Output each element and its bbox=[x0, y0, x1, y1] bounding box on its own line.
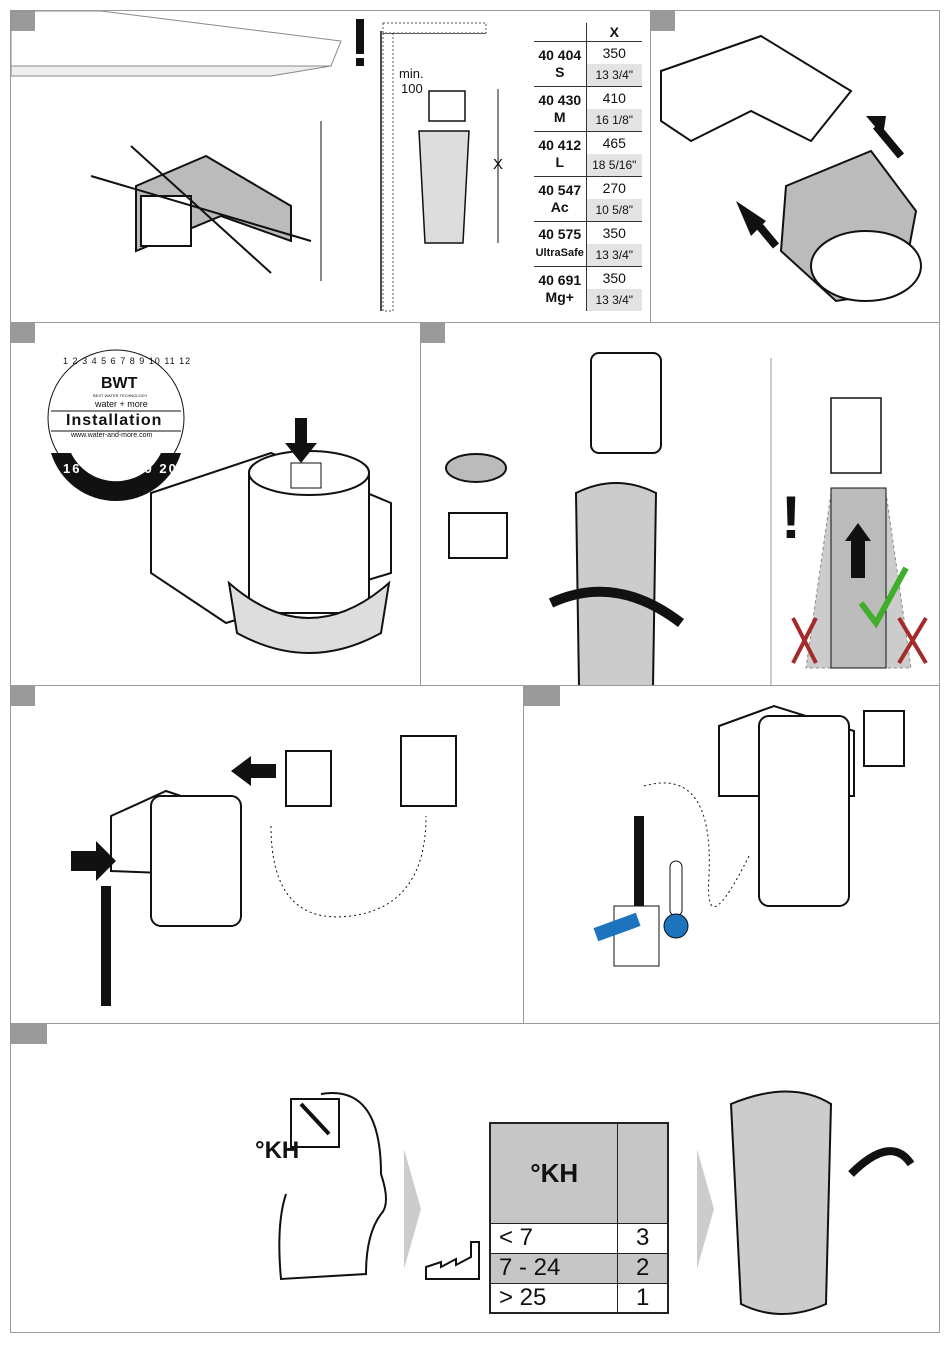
step-tab bbox=[11, 686, 35, 706]
year: 18 bbox=[111, 461, 130, 476]
step-tab bbox=[11, 323, 35, 343]
step-tab bbox=[524, 686, 560, 706]
value-inch: 10 5/8" bbox=[586, 198, 642, 221]
model-name: M bbox=[553, 108, 566, 125]
year: 17 bbox=[87, 461, 106, 476]
panel-connect-valve bbox=[10, 685, 524, 1024]
month: 9 bbox=[139, 356, 146, 366]
step-tab bbox=[11, 11, 35, 31]
model-code: 40 404 bbox=[538, 46, 582, 63]
brand-subtitle: BEST WATER TECHNOLOGY bbox=[93, 393, 148, 398]
value-inch: 13 3/4" bbox=[586, 288, 642, 311]
model-name: Mg+ bbox=[545, 288, 574, 305]
value-inch: 13 3/4" bbox=[586, 63, 642, 86]
filter-head-illustration bbox=[47, 349, 392, 654]
step-tab bbox=[421, 323, 445, 343]
column-header-x: X bbox=[586, 23, 642, 42]
warning-mark: ! bbox=[781, 484, 801, 551]
months-scale: 1 2 3 4 5 6 7 8 9 10 11 12 bbox=[63, 356, 191, 366]
value-mm: 410 bbox=[586, 85, 642, 109]
value-mm: 350 bbox=[586, 40, 642, 64]
dimension-x-label: X bbox=[493, 156, 504, 173]
table-header-kh: °KH bbox=[489, 1122, 619, 1224]
value-mm: 350 bbox=[586, 220, 642, 244]
panel-temperature bbox=[523, 685, 940, 1024]
bwt-logo: BWT bbox=[101, 375, 138, 392]
model-code: 40 430 bbox=[538, 91, 582, 108]
model-code: 40 412 bbox=[538, 136, 582, 153]
panel-cartridge-insert: ! bbox=[420, 322, 940, 687]
hardness-range: < 7 bbox=[489, 1222, 619, 1254]
value-mm: 270 bbox=[586, 175, 642, 199]
month: 5 bbox=[101, 356, 108, 366]
month: 7 bbox=[120, 356, 127, 366]
month: 10 bbox=[148, 356, 161, 366]
cartridge-insert-illustration bbox=[445, 352, 928, 687]
years-scale: 16 17 18 19 20 21 bbox=[63, 461, 202, 476]
step-tab bbox=[11, 1024, 47, 1044]
month: 8 bbox=[129, 356, 136, 366]
model-name: L bbox=[555, 153, 565, 170]
filter-head-icon bbox=[617, 1122, 669, 1224]
value-inch: 13 3/4" bbox=[586, 243, 642, 266]
value-mm: 350 bbox=[586, 265, 642, 289]
month: 3 bbox=[82, 356, 89, 366]
panel-installation-label: 1 2 3 4 5 6 7 8 9 10 11 12 BWT BEST WATE… bbox=[10, 322, 421, 686]
model-code: 40 547 bbox=[538, 181, 582, 198]
temperature-illustration bbox=[593, 704, 905, 967]
tagline: water + more bbox=[95, 399, 148, 409]
year: 21 bbox=[183, 461, 202, 476]
valve-connection-illustration bbox=[71, 735, 457, 1006]
step-tab bbox=[651, 11, 675, 31]
setting-value: 2 bbox=[617, 1252, 669, 1284]
bracket-mounting-illustration bbox=[11, 11, 499, 312]
website-url: www.water-and-more.com bbox=[71, 432, 153, 439]
month: 12 bbox=[179, 356, 192, 366]
setting-value: 3 bbox=[617, 1222, 669, 1254]
model-name: S bbox=[555, 63, 565, 80]
hardness-range: > 25 bbox=[489, 1282, 619, 1314]
installation-title: Installation bbox=[66, 412, 163, 429]
hardness-illustration bbox=[278, 1090, 915, 1315]
head-attach-illustration bbox=[660, 34, 922, 303]
model-code: 40 575 bbox=[538, 225, 582, 242]
hardness-range: 7 - 24 bbox=[489, 1252, 619, 1284]
model-code: 40 691 bbox=[538, 271, 582, 288]
year: 20 bbox=[159, 461, 178, 476]
month: 6 bbox=[110, 356, 117, 366]
month: 4 bbox=[91, 356, 98, 366]
month: 2 bbox=[72, 356, 79, 366]
model-name: Ac bbox=[550, 198, 569, 215]
min-label: min. bbox=[399, 66, 424, 81]
setting-value: 1 bbox=[617, 1282, 669, 1314]
panel-attach-head bbox=[650, 10, 940, 323]
value-mm: 465 bbox=[586, 130, 642, 154]
month: 1 bbox=[63, 356, 70, 366]
hardness-unit-label: °KH bbox=[255, 1137, 300, 1164]
min-value: 100 bbox=[401, 81, 423, 96]
year: 16 bbox=[63, 461, 82, 476]
year: 19 bbox=[135, 461, 154, 476]
month: 11 bbox=[164, 356, 176, 366]
model-name: UltraSafe bbox=[535, 246, 584, 259]
value-inch: 16 1/8" bbox=[586, 108, 642, 131]
value-inch: 18 5/16" bbox=[586, 153, 642, 176]
